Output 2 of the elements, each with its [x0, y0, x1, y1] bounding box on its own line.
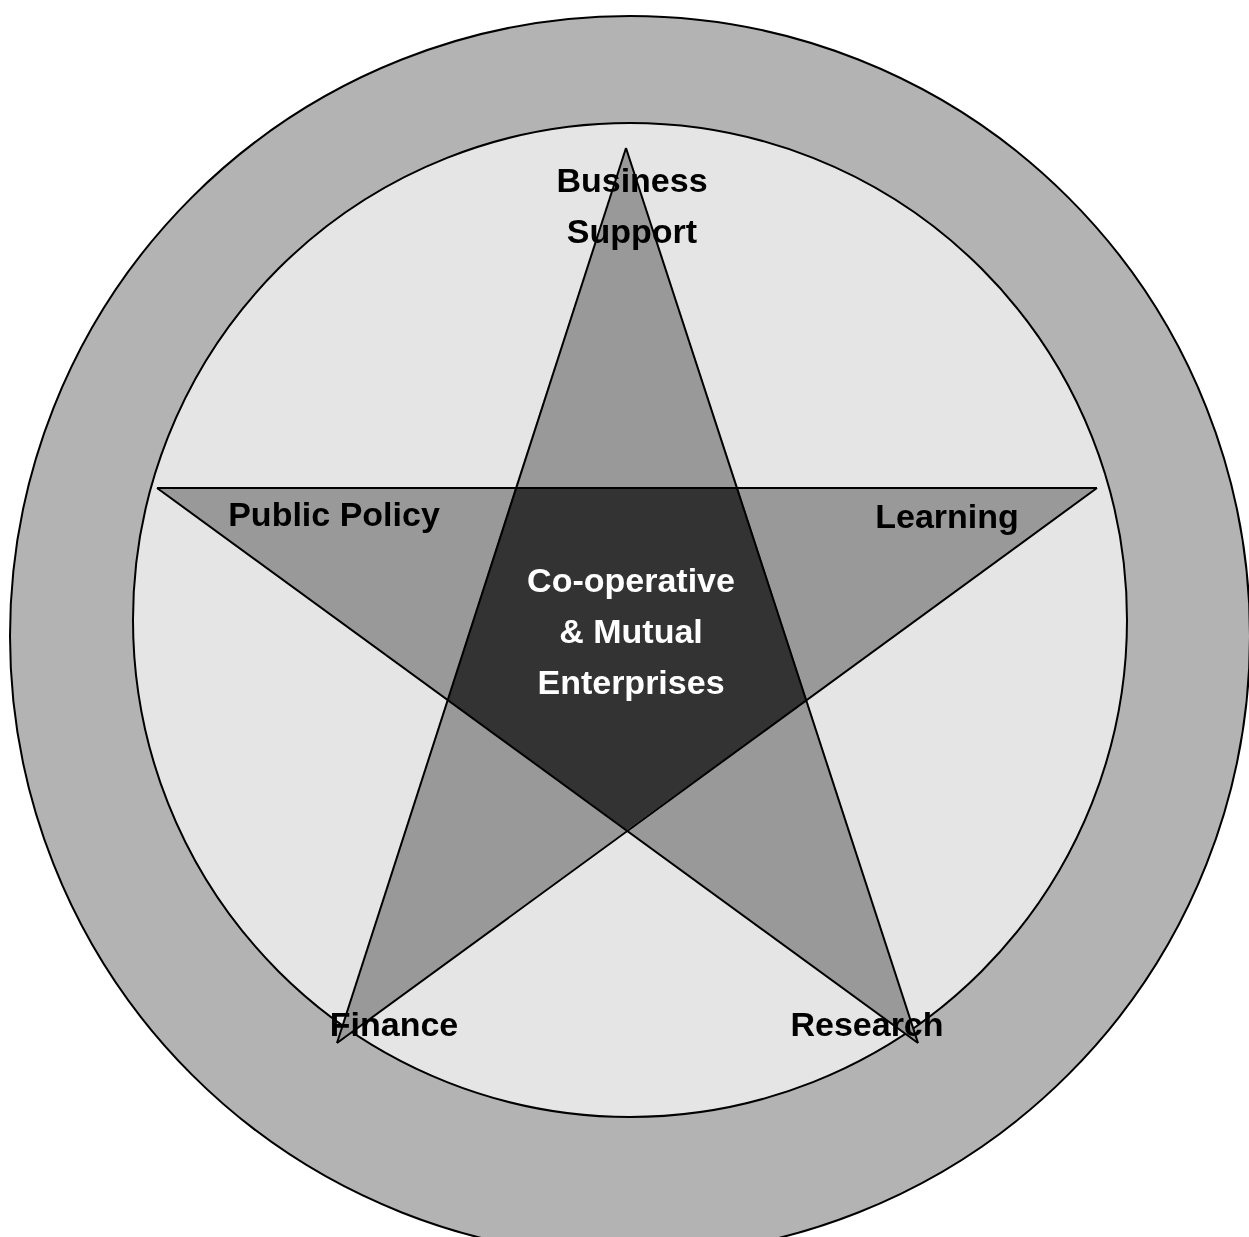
star-point-label: Public Policy — [194, 488, 474, 540]
star-point-label: Learning — [847, 490, 1047, 542]
